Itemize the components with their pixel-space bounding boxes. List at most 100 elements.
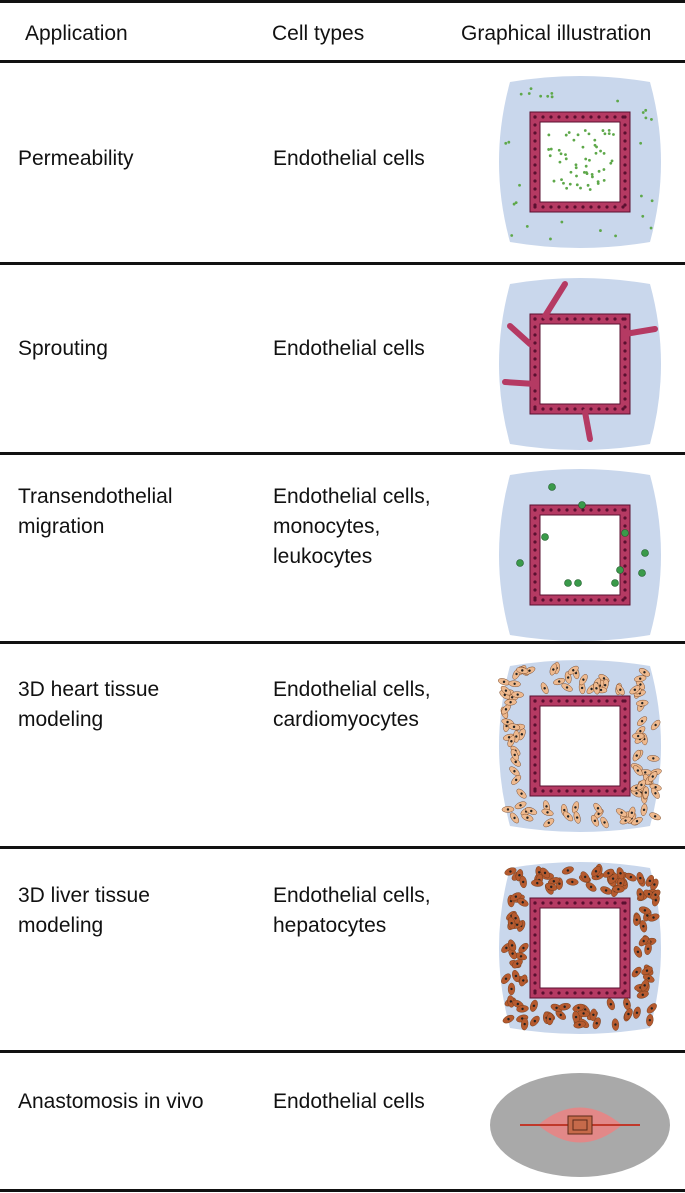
endothelial-nucleus — [581, 789, 585, 793]
endothelial-nucleus — [533, 349, 537, 353]
endothelial-nucleus — [533, 779, 537, 783]
tracer-particle — [639, 194, 643, 198]
immune-cell — [541, 533, 549, 541]
engineered-vessel-device — [567, 1115, 593, 1135]
hepatocyte — [647, 913, 660, 922]
endothelial-nucleus — [533, 755, 537, 759]
tracer-particle — [588, 158, 591, 162]
row-3-application: Transendothelial migration — [18, 485, 173, 538]
row-4-cell-types: Endothelial cells, cardiomyocytes — [273, 678, 431, 731]
endothelial-nucleus — [533, 763, 537, 767]
endothelial-nucleus — [589, 901, 593, 905]
hepatocyte — [561, 866, 574, 875]
hepatocyte — [602, 868, 615, 878]
endothelial-nucleus — [533, 556, 537, 560]
tracer-particle — [576, 133, 580, 137]
endothelial-nucleus — [541, 598, 545, 602]
cardiomyocyte — [640, 803, 648, 816]
tracer-particle — [574, 166, 578, 170]
tracer-particle — [575, 183, 579, 187]
cardiomyocyte — [616, 808, 628, 817]
hepatocyte — [624, 1008, 633, 1020]
endothelial-nucleus — [533, 365, 537, 369]
endothelial-nucleus — [533, 548, 537, 552]
endothelial-nucleus — [613, 789, 617, 793]
cardiomyocyte — [549, 663, 557, 676]
endothelial-nucleus — [623, 771, 627, 775]
endothelial-nucleus — [533, 203, 537, 207]
endothelial-nucleus — [605, 205, 609, 209]
tracer-particle — [588, 188, 592, 191]
endothelial-nucleus — [623, 779, 627, 783]
cardiomyocyte — [543, 818, 555, 828]
sprout — [502, 379, 538, 387]
endothelial-nucleus — [589, 508, 593, 512]
hepatocyte — [645, 874, 655, 887]
endothelial-nucleus — [549, 699, 553, 703]
tracer-particle — [594, 151, 598, 155]
tracer-particle — [583, 129, 587, 132]
tracer-particle — [607, 132, 611, 135]
tracer-particle — [550, 91, 554, 95]
hepatocyte — [507, 982, 516, 996]
endothelial-nucleus — [533, 147, 537, 151]
hepatocyte — [545, 882, 558, 891]
endothelial-nucleus — [623, 588, 627, 592]
tracer-particle — [591, 175, 594, 179]
tracer-particle — [548, 154, 552, 158]
sprout — [507, 323, 533, 347]
tracer-particle — [564, 153, 567, 156]
hepatocyte — [521, 1017, 529, 1031]
endothelial-nucleus — [623, 596, 627, 600]
tracer-particle — [599, 229, 602, 232]
endothelial-nucleus — [541, 789, 545, 793]
tracer-particle — [602, 168, 606, 171]
tracer-particle — [549, 237, 552, 241]
endothelial-nucleus — [623, 564, 627, 568]
endothelial-nucleus — [623, 171, 627, 175]
tracer-particle — [525, 224, 529, 228]
permeability-illustration — [490, 72, 670, 252]
endothelial-nucleus — [589, 317, 593, 321]
hepatocyte — [633, 1006, 641, 1019]
hepatocyte — [566, 878, 579, 886]
anastomosis-illustration — [490, 1070, 670, 1180]
liver-tissue-illustration — [490, 858, 670, 1038]
endothelial-nucleus — [621, 991, 625, 995]
cardiomyocyte — [499, 690, 511, 700]
endothelial-nucleus — [549, 407, 553, 411]
tracer-particle — [641, 214, 645, 218]
tracer-particle — [550, 95, 554, 99]
hepatocyte — [638, 906, 651, 915]
tracer-particle — [610, 159, 614, 163]
cardiomyocyte — [540, 682, 549, 695]
endothelial-nucleus — [533, 139, 537, 143]
endothelial-nucleus — [623, 707, 627, 711]
endothelial-nucleus — [533, 389, 537, 393]
cardiomyocyte — [593, 802, 603, 814]
endothelial-nucleus — [605, 699, 609, 703]
endothelial-nucleus — [533, 901, 537, 905]
endothelial-nucleus — [623, 723, 627, 727]
tracer-particle — [529, 87, 533, 91]
endothelial-nucleus — [557, 115, 561, 119]
hepatocyte — [540, 867, 550, 879]
endothelial-nucleus — [623, 540, 627, 544]
tracer-particle — [596, 182, 600, 185]
endothelial-nucleus — [533, 524, 537, 528]
endothelial-nucleus — [533, 731, 537, 735]
endothelial-nucleus — [533, 540, 537, 544]
hepatocyte — [591, 865, 601, 877]
tracer-particle — [609, 161, 613, 165]
endothelial-nucleus — [541, 901, 545, 905]
cardiomyocyte — [590, 815, 599, 827]
endothelial-nucleus — [533, 957, 537, 961]
cardiomyocyte — [648, 771, 658, 782]
immune-cell — [611, 579, 619, 587]
hepatocyte — [572, 1003, 585, 1012]
endothelial-nucleus — [573, 789, 577, 793]
endothelial-nucleus — [557, 598, 561, 602]
cardiomyocyte — [561, 683, 573, 692]
cardiomyocyte — [508, 680, 521, 688]
endothelial-nucleus — [621, 115, 625, 119]
